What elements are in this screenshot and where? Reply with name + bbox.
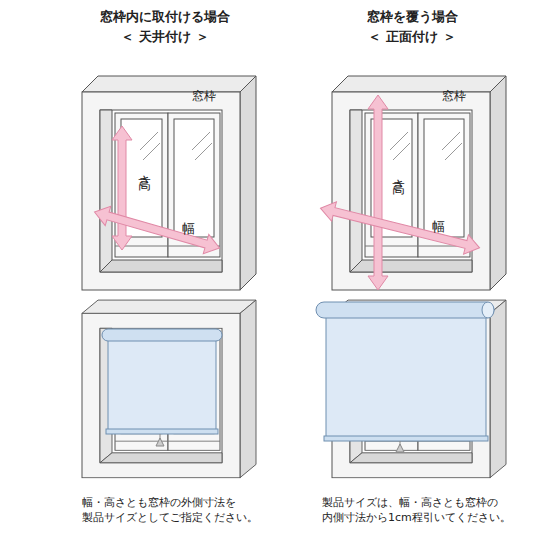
dimension-label: 高さ [390, 170, 408, 185]
note-text: 製品サイズは、幅・高さとも窓枠の 内側寸法から1cm程引いてください。 [322, 496, 536, 526]
width-arrow [92, 202, 222, 257]
blind-bottom-bar [324, 436, 488, 441]
section-subheading: ＜ 正面付け ＞ [368, 28, 455, 46]
pull-cord-grip [396, 444, 404, 452]
blind-roller [316, 302, 494, 318]
section-heading: 窓枠を覆う場合 [367, 8, 458, 26]
part-name: 窓枠 [442, 88, 466, 104]
blind-bottom-bar [106, 429, 218, 434]
window-frame [82, 300, 256, 478]
window-frame [82, 76, 256, 290]
dimension-label: 幅 [182, 220, 195, 238]
blind-fabric [326, 316, 486, 438]
note-text: 幅・高さとも窓枠の外側寸法を 製品サイズとしてご指定ください。 [82, 496, 278, 526]
height-arrow [112, 126, 132, 250]
pull-cord-grip [156, 438, 164, 446]
blind-fabric [108, 339, 216, 431]
section-subheading: ＜ 天井付け ＞ [121, 28, 208, 46]
section-heading: 窓枠内に取付ける場合 [100, 8, 230, 26]
part-name: 窓枠 [192, 88, 216, 104]
roller-end-cap [482, 302, 494, 318]
height-arrow [368, 95, 388, 290]
blind-roller [102, 329, 222, 341]
width-arrow [318, 198, 482, 257]
dimension-label: 幅 [432, 218, 445, 236]
window-frame [332, 76, 506, 290]
dimension-label: 高さ [136, 166, 154, 181]
